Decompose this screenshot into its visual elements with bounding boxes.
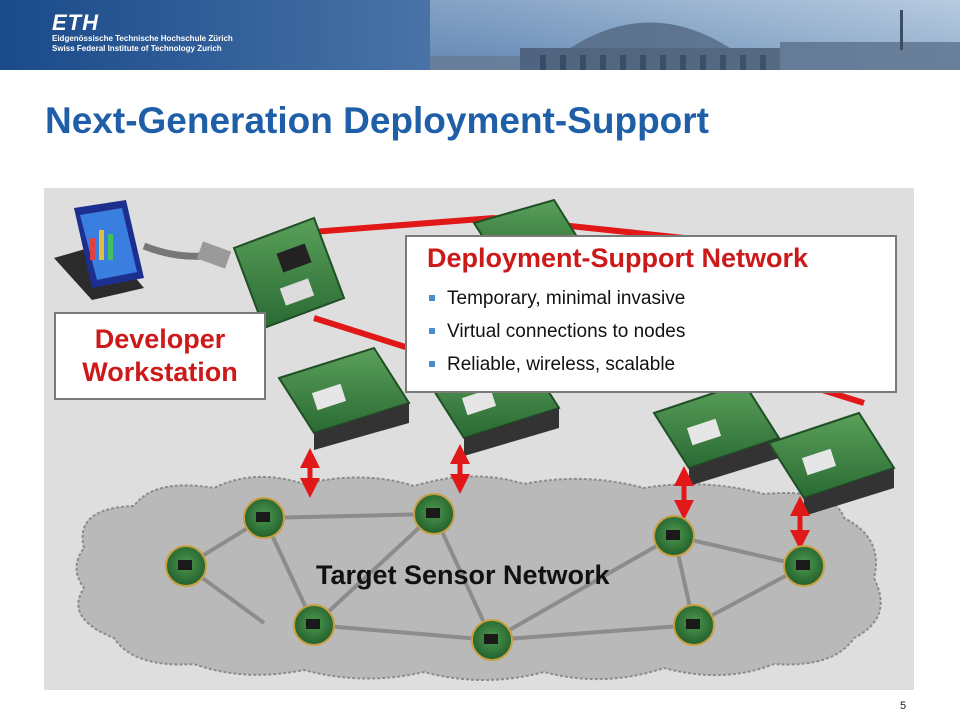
building-silhouette-image	[430, 0, 960, 70]
slide-title: Next-Generation Deployment-Support	[45, 100, 709, 141]
dsn-callout: Deployment-Support Network Temporary, mi…	[405, 235, 897, 393]
dsn-bullet: Virtual connections to nodes	[427, 315, 895, 348]
header-banner: ETH Eidgenössische Technische Hochschule…	[0, 0, 960, 70]
developer-workstation-callout: Developer Workstation	[54, 312, 266, 400]
dsn-callout-title: Deployment-Support Network	[427, 243, 809, 273]
bullet-square-icon	[429, 328, 435, 334]
institution-name-en: Swiss Federal Institute of Technology Zu…	[52, 44, 222, 53]
gateway-board-image	[232, 216, 346, 330]
dsn-bullet-text: Virtual connections to nodes	[447, 321, 686, 342]
developer-label-line1: Developer	[94, 324, 226, 354]
eth-logo: ETH Eidgenössische Technische Hochschule…	[52, 12, 233, 54]
dsn-bullet: Temporary, minimal invasive	[427, 282, 895, 315]
dsn-node-board	[767, 411, 896, 516]
header-background	[0, 0, 960, 70]
dsn-node-board	[652, 381, 781, 486]
developer-label-line2: Workstation	[82, 357, 238, 387]
laptop-image	[54, 200, 232, 300]
page-number: 5	[900, 700, 907, 712]
dsn-target-arrows	[300, 444, 810, 550]
dsn-bullet-text: Reliable, wireless, scalable	[447, 354, 676, 375]
target-sensor-network-label: Target Sensor Network	[316, 560, 610, 590]
institution-name-de: Eidgenössische Technische Hochschule Zür…	[52, 34, 233, 43]
bullet-square-icon	[429, 295, 435, 301]
bullet-square-icon	[429, 361, 435, 367]
dsn-bullet-text: Temporary, minimal invasive	[447, 288, 686, 309]
eth-logo-text: ETH	[52, 10, 99, 35]
target-sensor-nodes	[165, 493, 825, 661]
dsn-node-board	[277, 346, 411, 450]
dsn-bullet: Reliable, wireless, scalable	[427, 348, 895, 381]
